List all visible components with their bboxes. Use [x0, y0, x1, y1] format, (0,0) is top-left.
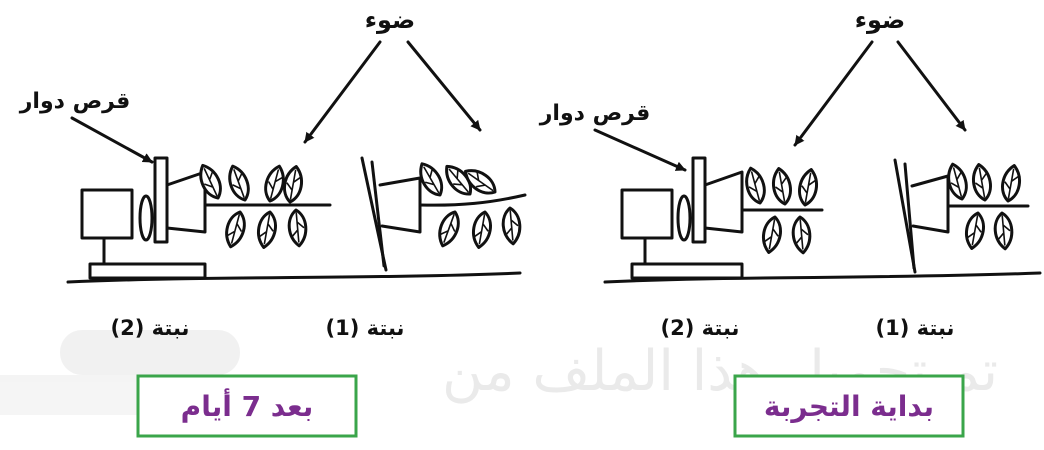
- motor-box: [80, 188, 134, 240]
- leaf-shape: [280, 163, 306, 205]
- plant-1-apparatus: [893, 158, 1030, 274]
- rotating-disc-label: قرص دوار: [539, 101, 651, 126]
- pot: [378, 176, 422, 234]
- leaf-shape: [469, 209, 495, 251]
- leaf-shape: [962, 210, 988, 252]
- leaf-shape: [286, 207, 309, 249]
- axle: [676, 194, 692, 242]
- base-plate: [630, 262, 744, 280]
- light-label: ضوء: [855, 6, 906, 34]
- rotating-disc-label: قرص دوار: [19, 89, 131, 114]
- plant-1-label: نبتة (1): [876, 316, 955, 340]
- motor-box: [620, 188, 674, 240]
- light-label: ضوء: [365, 6, 416, 34]
- leaf-shape: [969, 161, 995, 203]
- pot: [165, 170, 207, 234]
- stage-label-box: [136, 374, 358, 438]
- leaf-shape: [759, 214, 785, 256]
- plant-1-apparatus: [360, 156, 527, 272]
- leaf-shape: [193, 160, 227, 203]
- disc-pointer-arrow: [70, 116, 154, 164]
- stage-label-start: بداية التجربة: [764, 390, 934, 423]
- plant-2-label: نبتة (2): [111, 316, 190, 340]
- leaf-shape: [254, 209, 280, 251]
- support-board: [903, 162, 916, 270]
- stage-label-box: [733, 374, 965, 438]
- plant-2-apparatus: [620, 156, 824, 280]
- leaf-shape: [769, 165, 795, 207]
- pot: [703, 170, 744, 234]
- leaf-shape: [223, 161, 255, 205]
- base-plate: [88, 262, 207, 280]
- plant-2-apparatus: [80, 156, 332, 280]
- leaf-shape: [500, 205, 523, 247]
- stage-label-after-7-days: بعد 7 أيام: [181, 388, 314, 423]
- leaf-shape: [795, 166, 821, 208]
- leaf-shape: [992, 210, 1015, 252]
- ground-line: [66, 271, 522, 284]
- leaf-shape: [998, 162, 1024, 204]
- plant-2-label: نبتة (2): [661, 316, 740, 340]
- rotating-disc: [691, 156, 707, 244]
- axle: [138, 194, 154, 242]
- watermark-logo-shape: [60, 330, 240, 375]
- pot: [910, 174, 950, 234]
- light-arrow: [303, 40, 382, 144]
- ground-line: [603, 271, 1042, 284]
- plant-1-label: نبتة (1): [326, 316, 405, 340]
- support-board: [370, 160, 386, 268]
- light-arrow: [793, 40, 874, 147]
- light-arrow: [406, 40, 482, 132]
- leaf-shape: [433, 207, 465, 251]
- light-arrow: [896, 40, 967, 132]
- panel-start-of-experiment: ضوء قرص دوار: [539, 6, 1042, 438]
- disc-pointer-arrow: [593, 128, 687, 172]
- leaf-shape: [221, 208, 250, 251]
- panel-after-7-days: ضوء قرص دوار: [19, 6, 527, 438]
- rotating-disc: [153, 156, 169, 244]
- leaf-shape: [790, 214, 813, 256]
- plant-1-stem: [418, 193, 527, 207]
- leaf-shape: [741, 164, 770, 207]
